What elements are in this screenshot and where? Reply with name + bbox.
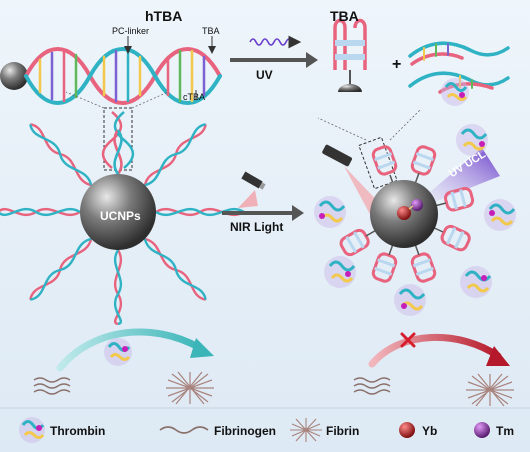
ucnps-label: UCNPs [100, 209, 141, 223]
legend-fibrinogen-label: Fibrinogen [214, 424, 276, 438]
zoom-helix [101, 111, 135, 169]
yb-ion [397, 206, 411, 220]
thrombin-clusters [314, 78, 516, 316]
uv-arrow-shaft [230, 58, 306, 62]
uv-label: UV [256, 68, 273, 82]
uv-wave [249, 38, 293, 46]
legend-thrombin-label: Thrombin [50, 424, 106, 438]
ctba-label: cTBA [183, 92, 206, 102]
coag-right [353, 332, 514, 407]
legend-fibrin-icon [290, 418, 322, 442]
legend-fibrinogen-icon [159, 426, 209, 434]
nir-light-label: NIR Light [230, 220, 284, 234]
tm-ion [411, 199, 423, 211]
legend-yb-label: Yb [422, 424, 438, 438]
plus-sign: + [392, 56, 402, 73]
tba-title-label: TBA [330, 8, 359, 24]
nir-arrow [222, 171, 304, 221]
top-sphere [0, 62, 28, 90]
coag-left [33, 328, 214, 405]
legend-yb-icon [399, 422, 415, 438]
inhibit-cross-icon [400, 332, 416, 348]
legend-thrombin-icon [19, 417, 45, 443]
htba-label: hTBA [145, 8, 183, 24]
zoom-box-right [358, 136, 398, 190]
legend-fibrin-label: Fibrin [326, 424, 360, 438]
ucnp-right [317, 109, 500, 283]
pc-linker-label: PC-linker [112, 26, 150, 36]
tba-strand-label: TBA [202, 26, 220, 36]
zoom-line [131, 91, 169, 109]
tba-quadruplex [333, 18, 367, 92]
legend-tm-icon [474, 422, 490, 438]
legend-tm-label: Tm [496, 424, 514, 438]
released-strands [408, 41, 510, 94]
uv-arrow-head [306, 52, 318, 68]
zoom-line [65, 91, 105, 109]
htba-helix [24, 47, 222, 105]
ucnp-sphere [80, 174, 156, 250]
